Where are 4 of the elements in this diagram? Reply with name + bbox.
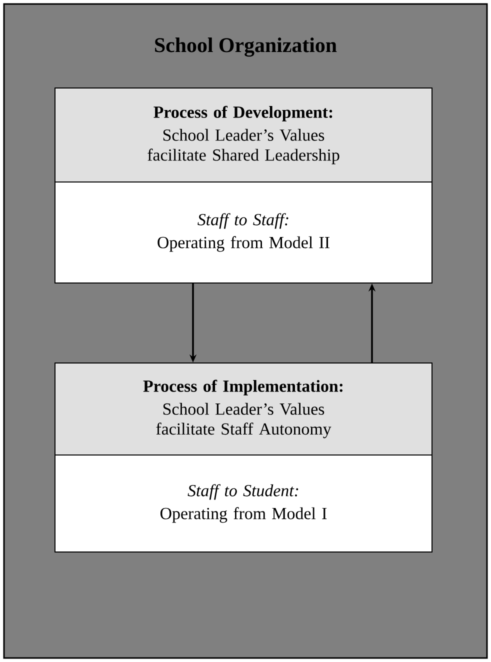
process-box: Process of Development: School Leader’s Values facilitate Shared Leadership [54, 88, 432, 182]
interaction-box: Staff to Student: Operating from Model I [54, 454, 432, 552]
process-box: Process of Implementation: School Leader’s Values facilitate Staff Autonomy [54, 362, 432, 456]
interaction-box: Staff to Staff: Operating from Model II [54, 182, 432, 284]
